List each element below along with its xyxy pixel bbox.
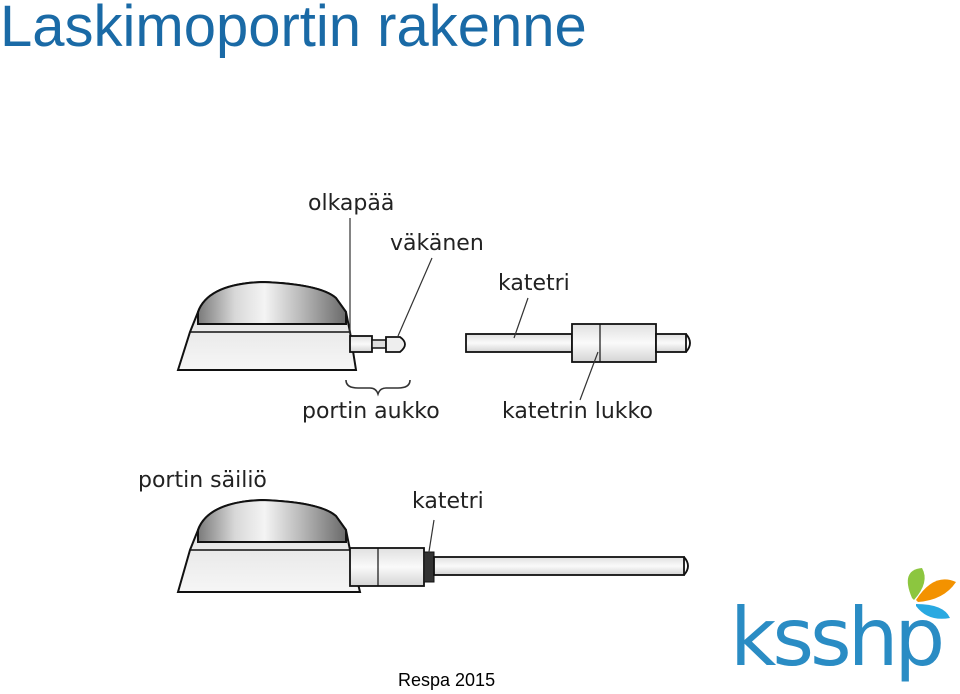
ksshp-logo: ksshp — [730, 568, 956, 684]
footer-credit: Respa 2015 — [398, 670, 496, 690]
label-port-opening: portin aukko — [302, 399, 440, 424]
label-port-reservoir: portin säiliö — [138, 468, 267, 493]
logo-wing-green — [907, 568, 925, 600]
catheter-top — [465, 323, 691, 363]
leader-catheter-top — [513, 297, 529, 339]
leader-catheter-bottom — [427, 519, 435, 559]
page-title: Laskimoportin rakenne — [0, 0, 587, 59]
label-shoulder: olkapää — [308, 191, 394, 216]
label-barb: väkänen — [390, 231, 484, 256]
logo-text: ksshp — [730, 591, 941, 684]
brace-port-opening — [345, 379, 411, 397]
logo-wing-blue — [916, 604, 950, 619]
leader-barb — [397, 257, 433, 337]
label-catheter-bottom: katetri — [412, 489, 484, 514]
label-catheter-top: katetri — [498, 271, 570, 296]
logo-wing-orange — [916, 579, 956, 602]
label-catheter-lock: katetrin lukko — [502, 399, 653, 424]
port-top — [176, 280, 406, 371]
leader-catheter-lock — [579, 351, 599, 401]
port-bottom — [176, 498, 689, 593]
